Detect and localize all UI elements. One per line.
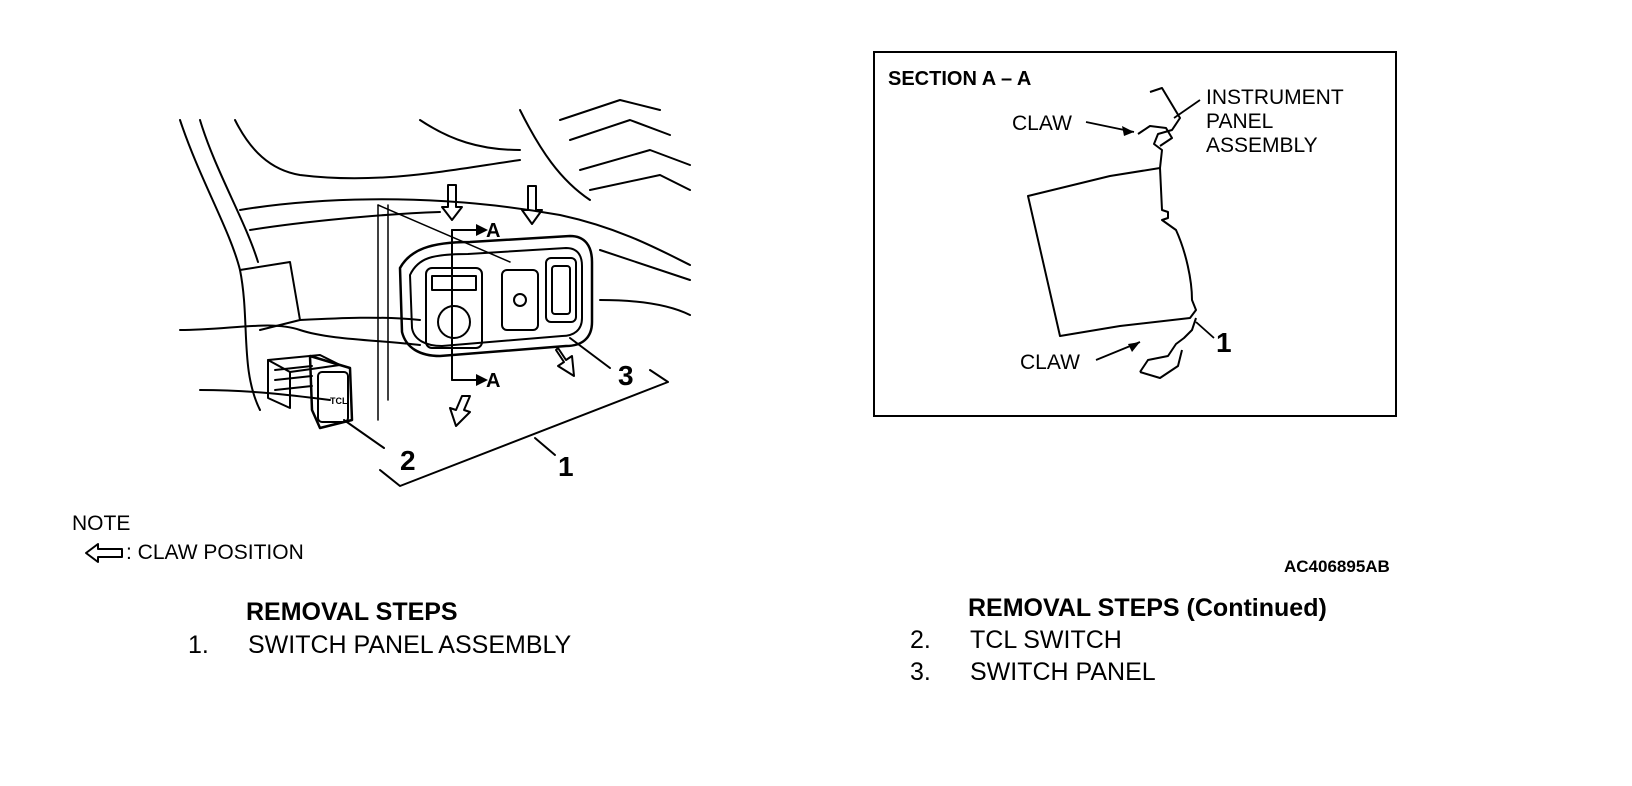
removal-step-3: 3. SWITCH PANEL xyxy=(910,658,1156,687)
claw-top-label: CLAW xyxy=(1012,112,1072,135)
removal-steps-heading: REMOVAL STEPS xyxy=(246,598,458,626)
hollow-arrow-icon xyxy=(85,543,123,564)
note-title: NOTE xyxy=(72,512,131,535)
section-title: SECTION A – A xyxy=(888,68,1031,90)
section-mark-top: A xyxy=(486,220,500,242)
callout-3: 3 xyxy=(618,360,634,391)
instrument-panel-label-3: ASSEMBLY xyxy=(1206,134,1318,157)
step-number: 3. xyxy=(910,658,931,686)
removal-step-2: 2. TCL SWITCH xyxy=(910,626,1122,655)
callout-1: 1 xyxy=(558,451,574,482)
step-label: TCL SWITCH xyxy=(970,626,1122,654)
callout-2: 2 xyxy=(400,445,416,476)
switch-panel-illustration: A A TCL 2 1 3 xyxy=(179,99,691,487)
instrument-panel-label-2: PANEL xyxy=(1206,110,1273,133)
step-number: 1. xyxy=(188,631,209,659)
tcl-label: TCL xyxy=(330,396,348,406)
step-label: SWITCH PANEL xyxy=(970,658,1156,686)
step-number: 2. xyxy=(910,626,931,654)
section-frame xyxy=(873,51,1397,417)
claw-bottom-label: CLAW xyxy=(1020,351,1080,374)
section-callout-1: 1 xyxy=(1216,327,1232,358)
removal-step-1: 1. SWITCH PANEL ASSEMBLY xyxy=(188,631,571,660)
note-legend: : CLAW POSITION xyxy=(84,541,304,565)
instrument-panel-label-1: INSTRUMENT xyxy=(1206,86,1344,109)
note-legend-text: : CLAW POSITION xyxy=(126,541,304,564)
step-label: SWITCH PANEL ASSEMBLY xyxy=(248,631,572,659)
removal-steps-continued-heading: REMOVAL STEPS (Continued) xyxy=(968,594,1327,622)
figure-code: AC406895AB xyxy=(1284,557,1390,576)
section-mark-bottom: A xyxy=(486,370,500,392)
